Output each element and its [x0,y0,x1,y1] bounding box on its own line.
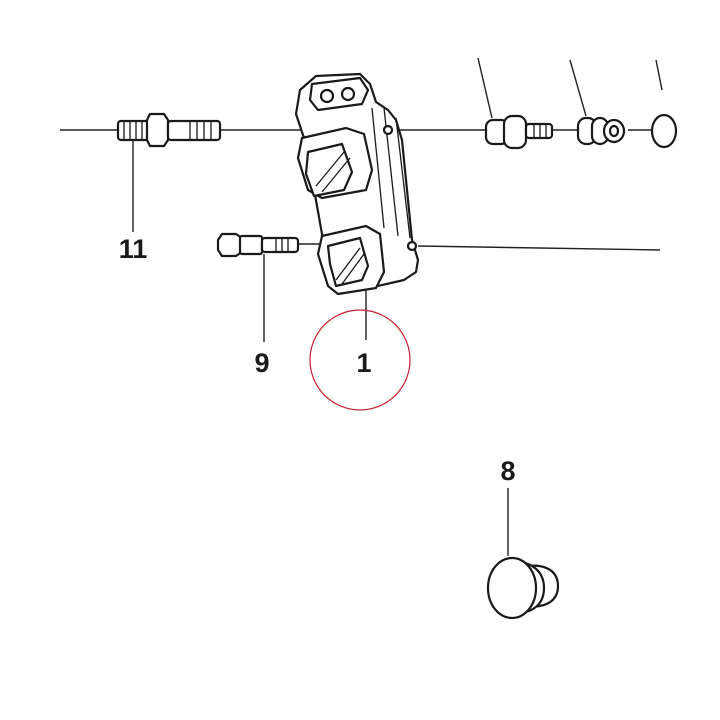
grommet[interactable] [576,116,626,146]
callout-label-11: 11 [119,234,148,264]
plug-8[interactable] [486,556,560,620]
assembly-lines [60,129,661,251]
stud-bolt-11[interactable] [116,112,222,148]
leader-line-sleeve [477,57,493,119]
washer-partial[interactable] [650,113,678,149]
leader-line-grommet [569,59,587,117]
bolt-9[interactable] [216,232,300,258]
highlight-circle [309,309,411,411]
bracket-unit-1[interactable] [294,72,420,296]
leader-line-washer [655,59,663,91]
callout-label-9: 9 [254,348,269,378]
callout-label-1: 1 [356,348,371,378]
spacer-sleeve[interactable] [484,114,554,150]
callout-label-8: 8 [500,456,515,486]
